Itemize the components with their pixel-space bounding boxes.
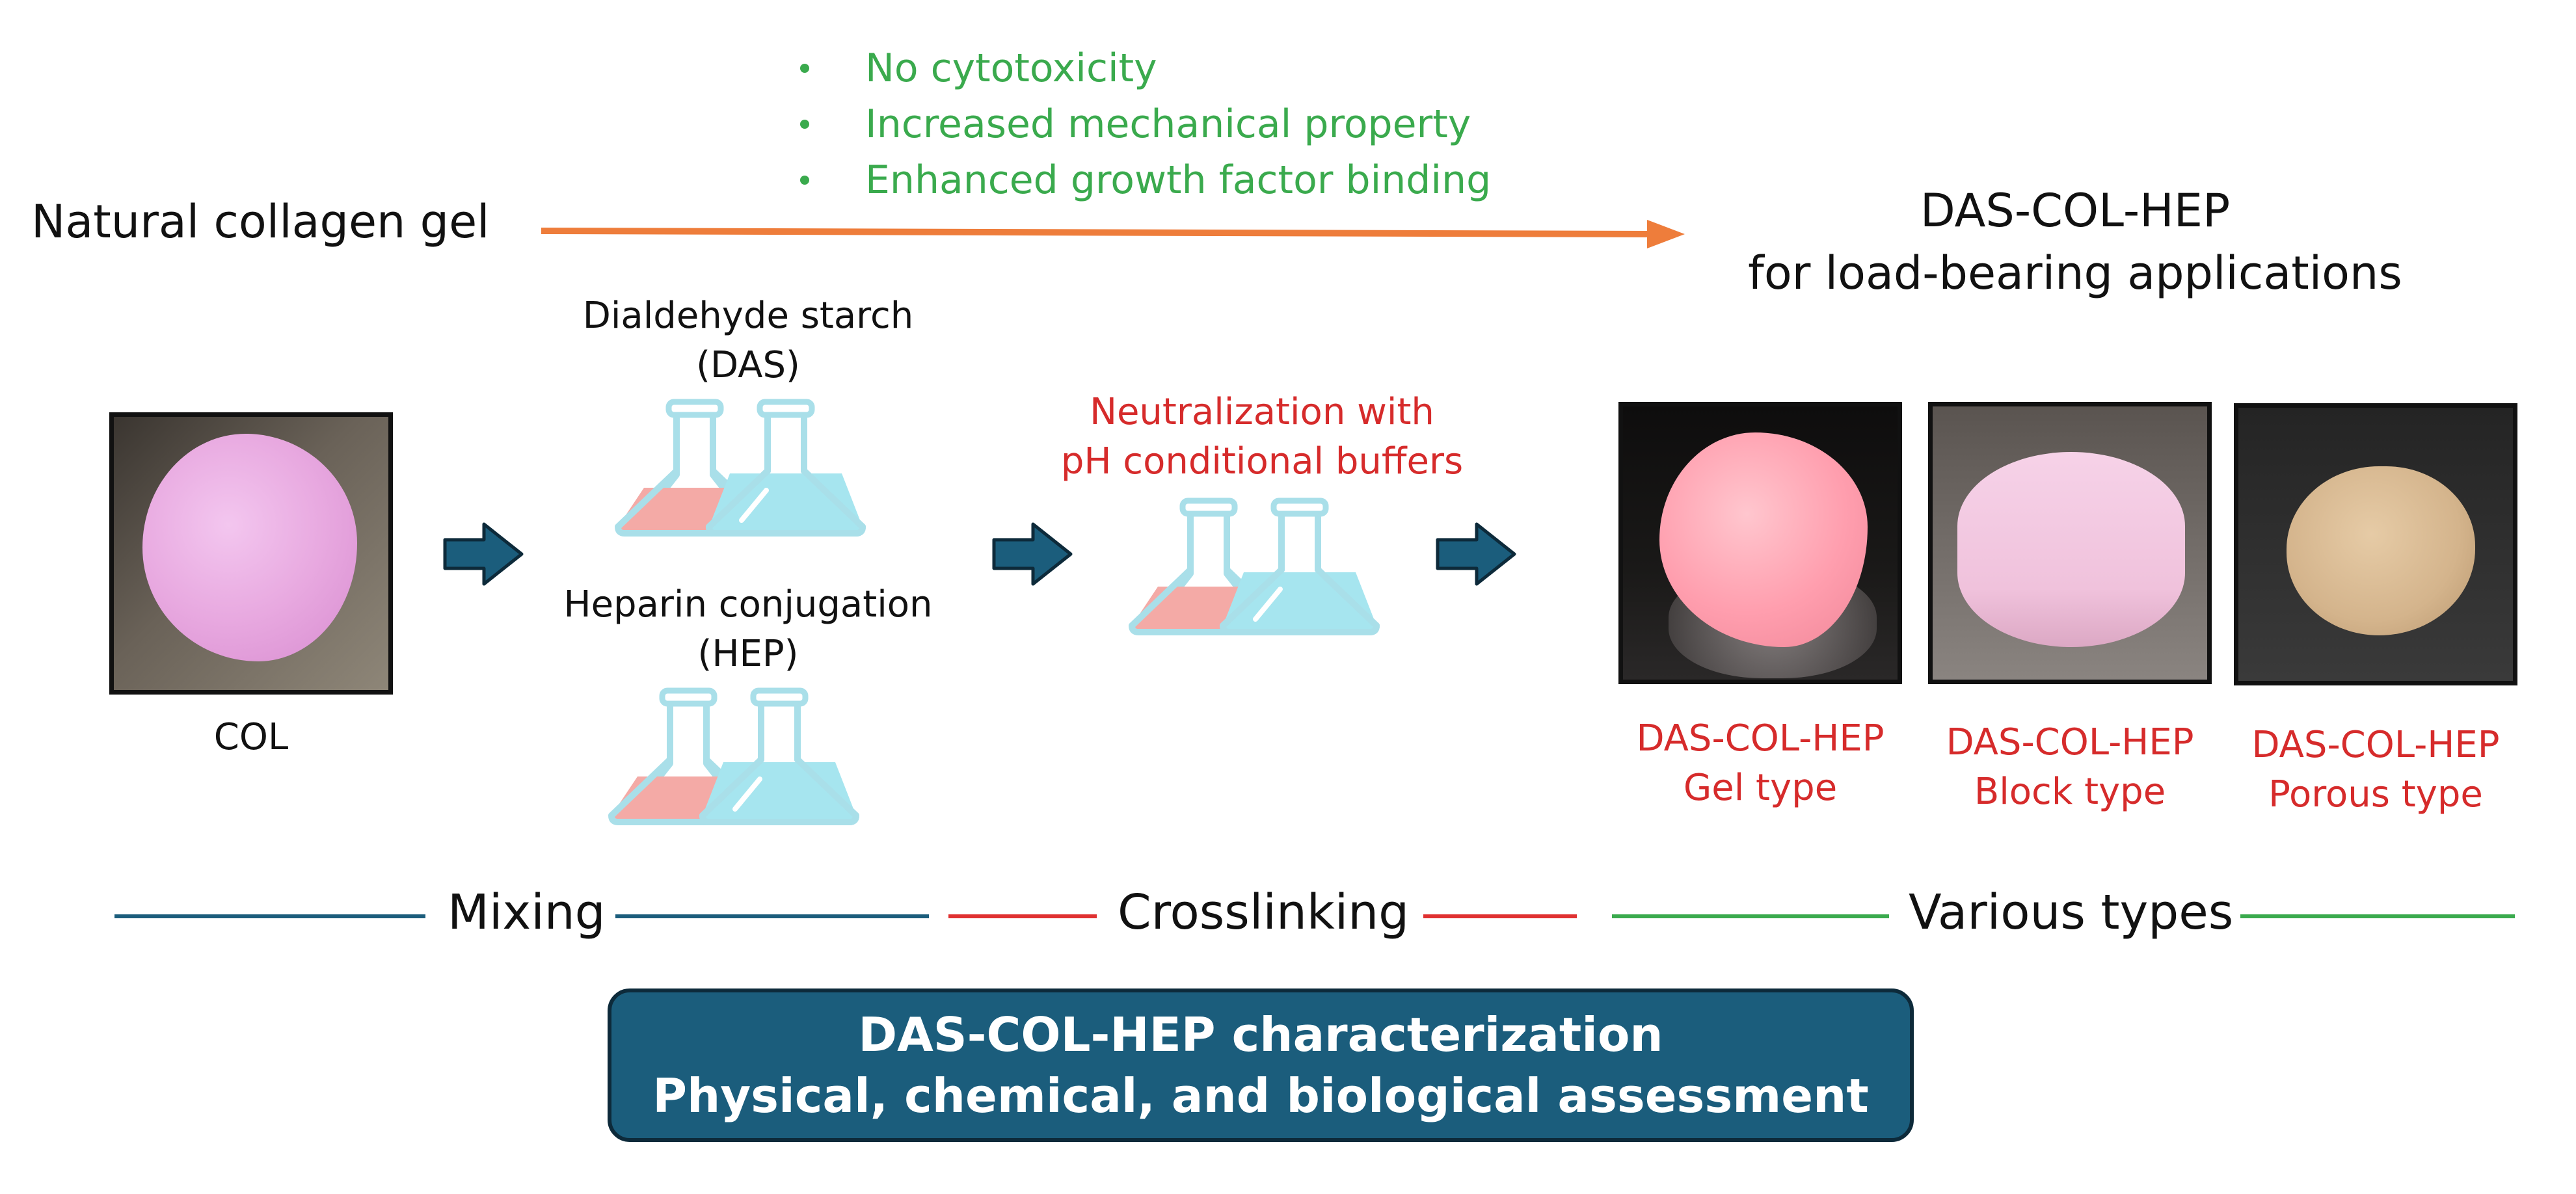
neutralization-label: Neutralization with pH conditional buffe…	[1034, 388, 1490, 486]
arrow-right-icon	[994, 524, 1071, 584]
benefit-list: No cytotoxicity Increased mechanical pro…	[794, 40, 1491, 208]
neutralization-flask-icon	[1132, 501, 1376, 632]
type-label-line: DAS-COL-HEP	[1636, 717, 1885, 760]
hep-label-line: (HEP)	[697, 633, 799, 675]
block-type-label: DAS-COL-HEP Block type	[1907, 718, 2233, 817]
product-title: DAS-COL-HEP for load-bearing application…	[1704, 179, 2446, 304]
characterization-subtitle: Physical, chemical, and biological asses…	[652, 1068, 1869, 1123]
arrow-right-icon	[1438, 524, 1514, 584]
neutralization-label-line: pH conditional buffers	[1060, 440, 1464, 483]
orange-process-arrow	[541, 220, 1685, 248]
characterization-title: DAS-COL-HEP characterization	[858, 1007, 1663, 1062]
block-type-photo	[1928, 402, 2212, 684]
type-label-line: DAS-COL-HEP	[1946, 721, 2194, 763]
section-label-mixing: Mixing	[441, 884, 612, 940]
das-flask-icon	[618, 402, 863, 533]
benefit-item: Enhanced growth factor binding	[794, 152, 1491, 208]
col-label: COL	[213, 716, 289, 758]
product-title-line: for load-bearing applications	[1748, 246, 2402, 300]
benefit-item: Increased mechanical property	[794, 96, 1491, 152]
porous-type-photo	[2234, 403, 2517, 685]
arrow-right-icon	[445, 524, 522, 584]
hep-label: Heparin conjugation (HEP)	[540, 580, 956, 679]
product-title-line: DAS-COL-HEP	[1920, 184, 2231, 237]
type-label-line: DAS-COL-HEP	[2251, 724, 2500, 766]
benefit-item: No cytotoxicity	[794, 40, 1491, 96]
neutralization-label-line: Neutralization with	[1090, 391, 1434, 433]
gel-type-label: DAS-COL-HEP Gel type	[1598, 714, 1923, 813]
gel-type-photo	[1618, 402, 1902, 684]
porous-type-label: DAS-COL-HEP Porous type	[2213, 721, 2538, 819]
section-label-various-types: Various types	[1902, 884, 2240, 940]
das-label: Dialdehyde starch (DAS)	[553, 291, 943, 390]
das-label-line: Dialdehyde starch	[582, 295, 914, 337]
type-label-line: Porous type	[2268, 773, 2483, 816]
section-label-crosslinking: Crosslinking	[1111, 884, 1416, 940]
characterization-box: DAS-COL-HEP characterization Physical, c…	[608, 988, 1914, 1142]
hep-label-line: Heparin conjugation	[563, 583, 933, 626]
type-label-line: Block type	[1974, 771, 2166, 813]
hep-flask-icon	[611, 691, 856, 822]
type-label-line: Gel type	[1683, 767, 1838, 809]
das-label-line: (DAS)	[696, 344, 800, 386]
col-photo	[109, 412, 393, 695]
natural-collagen-label: Natural collagen gel	[31, 195, 490, 248]
